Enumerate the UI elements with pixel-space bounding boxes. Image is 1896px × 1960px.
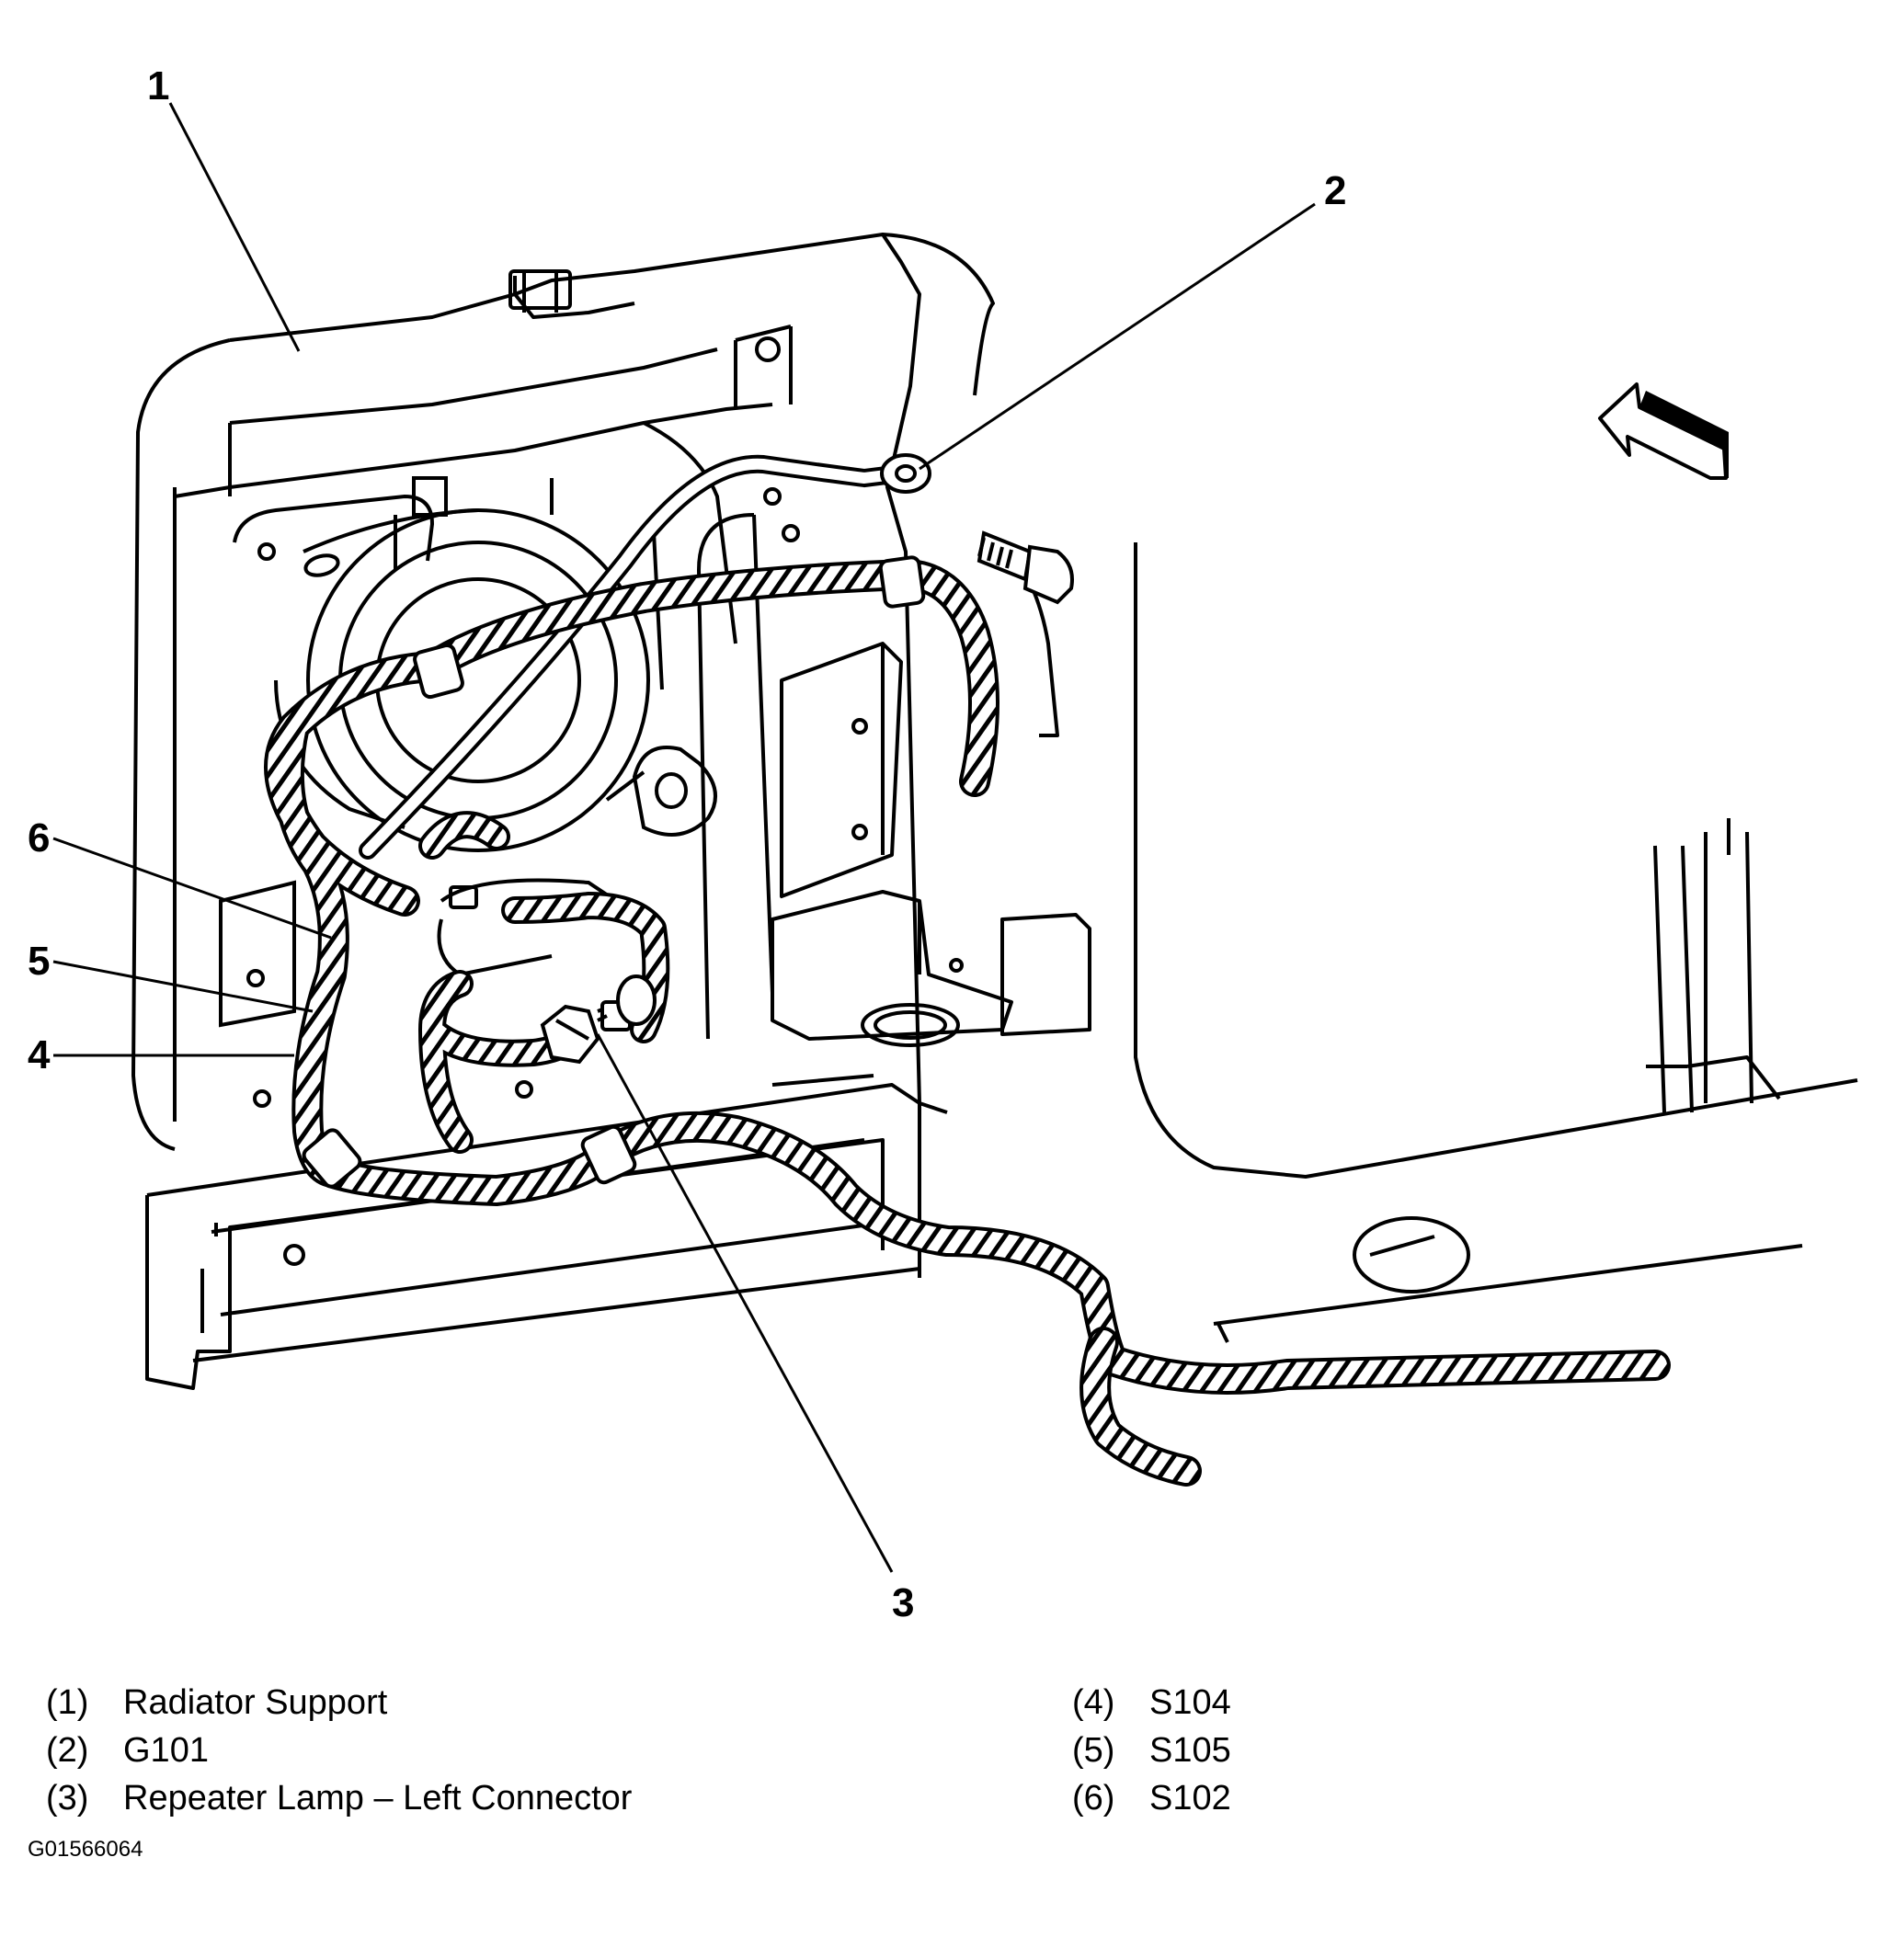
callout-5: 5 — [28, 939, 50, 984]
wiring-diagram: 1 2 3 4 5 6 — [28, 63, 1858, 1625]
legend-key: (6) — [1072, 1779, 1115, 1818]
legend-key: (1) — [46, 1683, 89, 1722]
legend-item: (3) Repeater Lamp – Left Connector — [46, 1774, 632, 1822]
legend-label: S105 — [1149, 1731, 1231, 1770]
bracket — [771, 642, 1091, 1047]
harness-sleeves — [302, 555, 926, 1189]
callout-1: 1 — [147, 63, 169, 108]
view-arrow-icon — [1598, 382, 1729, 480]
legend-label: Repeater Lamp – Left Connector — [123, 1779, 633, 1818]
legend-key: (3) — [46, 1779, 89, 1818]
legend-item: (1) Radiator Support — [46, 1679, 632, 1726]
legend-label: S104 — [1149, 1683, 1231, 1722]
legend-key: (5) — [1072, 1731, 1115, 1770]
repeater-lamp-connector — [540, 974, 657, 1065]
legend-item: (5) S105 — [1072, 1726, 1231, 1774]
callout-labels: 1 2 3 4 5 6 — [28, 63, 1346, 1625]
legend-item: (2) G101 — [46, 1726, 632, 1774]
legend-key: (2) — [46, 1731, 89, 1770]
callout-3: 3 — [892, 1580, 914, 1625]
callout-4: 4 — [28, 1032, 51, 1077]
legend-label: Radiator Support — [123, 1683, 388, 1722]
legend-label: S102 — [1149, 1779, 1231, 1818]
ground-bolt — [880, 453, 1074, 605]
legend-label: G101 — [123, 1731, 209, 1770]
legend-left: (1) Radiator Support (2) G101 (3) Repeat… — [46, 1679, 632, 1822]
leader-lines — [52, 102, 1316, 1573]
legend-right: (4) S104 (5) S105 (6) S102 — [1072, 1679, 1231, 1822]
callout-2: 2 — [1324, 168, 1346, 213]
legend-item: (4) S104 — [1072, 1679, 1231, 1726]
wiring-harness — [280, 575, 1655, 1471]
radiator-support — [131, 233, 995, 1390]
callout-6: 6 — [28, 815, 50, 860]
fender-panel — [1010, 542, 1858, 1343]
legend-key: (4) — [1072, 1683, 1115, 1722]
legend-item: (6) S102 — [1072, 1774, 1231, 1822]
figure-id: G01566064 — [28, 1837, 143, 1862]
